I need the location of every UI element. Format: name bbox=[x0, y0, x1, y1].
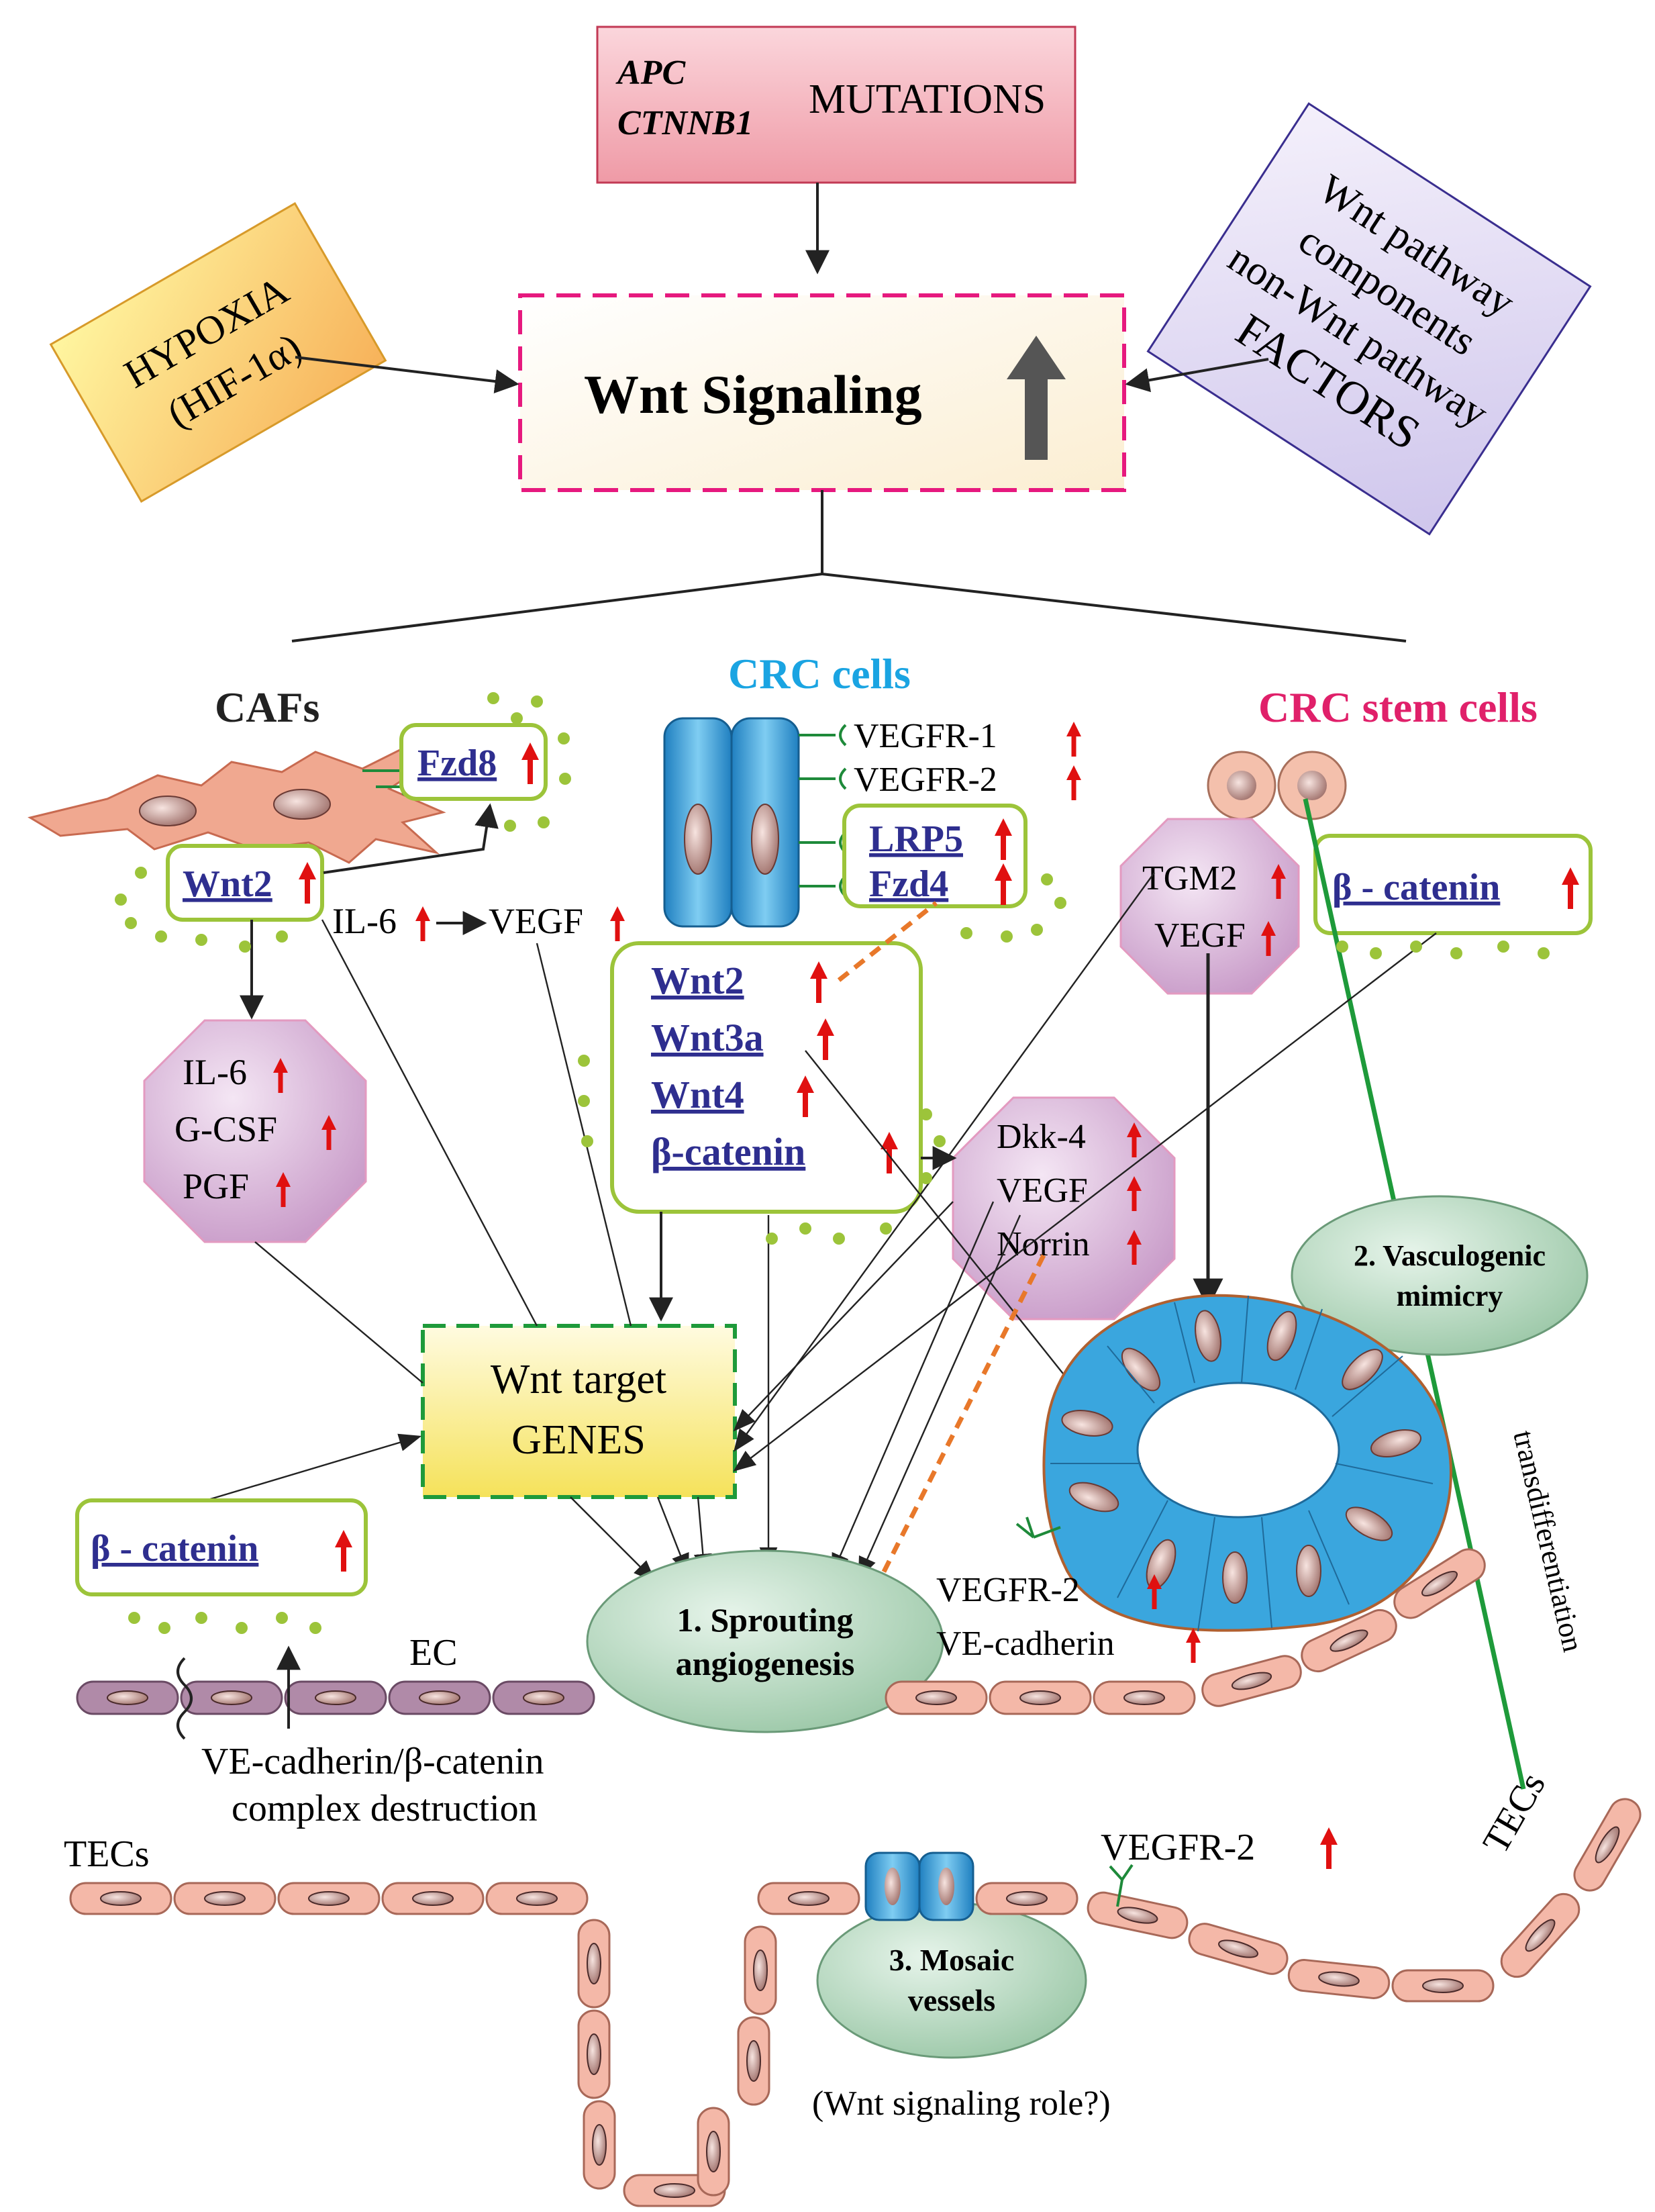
ctnnb1-label: CTNNB1 bbox=[617, 104, 753, 142]
fzd8-label: Fzd8 bbox=[417, 742, 497, 784]
vegfr2-crc-label: VEGFR-2 bbox=[854, 761, 997, 799]
vegfr2-tumor-label: VEGFR-2 bbox=[936, 1571, 1080, 1609]
lrp5-fzd4-box: LRP5 Fzd4 bbox=[842, 804, 1027, 908]
caf-vegf-label: VEGF bbox=[489, 901, 583, 941]
tgm2-label: TGM2 bbox=[1142, 859, 1238, 898]
crc-stem-cells-title: CRC stem cells bbox=[1258, 683, 1538, 731]
crc-wnt-box: Wnt2 Wnt3a Wnt4 β-catenin bbox=[610, 941, 923, 1214]
mutations-label: MUTATIONS bbox=[809, 77, 1046, 122]
stem-cells bbox=[1207, 751, 1347, 820]
crc-beta-catenin-label: β-catenin bbox=[651, 1130, 805, 1173]
stem-vegf-label: VEGF bbox=[1154, 916, 1246, 955]
hypoxia-box: HYPOXIA (HIF-1α) bbox=[49, 202, 387, 503]
caf-factors-octagon: IL-6 G-CSF PGF bbox=[143, 1019, 367, 1243]
caf-oct-il6: IL-6 bbox=[183, 1052, 247, 1092]
sprouting-line2: angiogenesis bbox=[676, 1645, 855, 1682]
ec-vessel bbox=[76, 1680, 595, 1715]
tecs-right-label: TECs bbox=[1475, 1766, 1554, 1860]
ve-destruction-line2: complex destruction bbox=[232, 1788, 538, 1829]
crc-cell-pair bbox=[663, 717, 800, 928]
mutations-box: APC CTNNB1 MUTATIONS bbox=[596, 26, 1076, 184]
fzd8-box: Fzd8 bbox=[399, 723, 548, 801]
wnt-target-genes-box: Wnt target GENES bbox=[421, 1324, 737, 1499]
mosaic-line2: vessels bbox=[908, 1983, 995, 2017]
ve-destruction-line1: VE-cadherin/β-catenin bbox=[201, 1741, 544, 1782]
fzd4-label: Fzd4 bbox=[869, 863, 948, 905]
vecad-tumor-label: VE-cadherin bbox=[936, 1625, 1115, 1663]
wnt-role-label: (Wnt signaling role?) bbox=[812, 2084, 1111, 2123]
vegfr1-label: VEGFR-1 bbox=[854, 717, 997, 755]
ligand-dots bbox=[115, 692, 1550, 1634]
crc-wnt4-label: Wnt4 bbox=[651, 1073, 744, 1116]
wnt2-caf-label: Wnt2 bbox=[183, 863, 272, 905]
caf-oct-gcsf: G-CSF bbox=[174, 1109, 277, 1149]
mosaic-ellipse: 3. Mosaic vessels bbox=[816, 1902, 1087, 2059]
dkk-octagon: Dkk-4 VEGF Norrin bbox=[952, 1096, 1176, 1320]
wnt-signaling-label: Wnt Signaling bbox=[584, 364, 922, 425]
mimicry-line2: mimicry bbox=[1397, 1280, 1503, 1312]
mosaic-line1: 3. Mosaic bbox=[889, 1943, 1015, 1977]
stem-octagon: TGM2 VEGF bbox=[1119, 818, 1300, 995]
lrp5-label: LRP5 bbox=[869, 818, 963, 860]
thin-arrows bbox=[194, 872, 1437, 1583]
crc-receptors bbox=[799, 724, 847, 898]
factors-box: Wnt pathway components non-Wnt pathway F… bbox=[1146, 102, 1592, 536]
dkk-vegf-label: VEGF bbox=[997, 1171, 1088, 1210]
stem-beta-catenin-label: β - catenin bbox=[1332, 867, 1500, 908]
vegfr2-bottom-label: VEGFR-2 bbox=[1101, 1827, 1255, 1868]
wnt-signaling-box: Wnt Signaling bbox=[518, 293, 1126, 492]
bottom-receptor bbox=[1109, 1864, 1134, 1907]
stem-beta-catenin-box: β - catenin bbox=[1313, 834, 1593, 935]
dkk4-label: Dkk-4 bbox=[997, 1118, 1086, 1156]
mimicry-line1: 2. Vasculogenic bbox=[1354, 1239, 1546, 1272]
crc-wnt3a-label: Wnt3a bbox=[651, 1016, 764, 1059]
branch-lines bbox=[291, 490, 1407, 642]
tecs-left-label: TECs bbox=[64, 1833, 150, 1875]
crc-cells-title: CRC cells bbox=[728, 650, 911, 698]
apc-label: APC bbox=[615, 54, 686, 92]
crc-wnt2-label: Wnt2 bbox=[651, 959, 744, 1002]
caf-cells bbox=[28, 744, 446, 864]
target-line1: Wnt target bbox=[491, 1357, 666, 1402]
gland-receptor bbox=[1015, 1517, 1061, 1539]
tec-vessel-lower bbox=[69, 1798, 1642, 2207]
tec-vessel-upper bbox=[885, 1548, 1486, 1715]
tumor-gland bbox=[1042, 1294, 1452, 1632]
transdiff-label: transdifferentiation bbox=[1507, 1427, 1589, 1655]
cafs-title: CAFs bbox=[215, 683, 319, 731]
caf-il6-label: IL-6 bbox=[332, 901, 397, 941]
up-arrow-icon bbox=[1007, 336, 1066, 460]
sprouting-line1: 1. Sprouting bbox=[676, 1601, 853, 1639]
mimicry-ellipse: 2. Vasculogenic mimicry bbox=[1291, 1195, 1589, 1356]
sprouting-ellipse: 1. Sprouting angiogenesis bbox=[586, 1549, 944, 1733]
ec-label: EC bbox=[409, 1632, 458, 1674]
ec-beta-catenin-label: β - catenin bbox=[91, 1528, 258, 1570]
wnt2-caf-box: Wnt2 bbox=[166, 844, 324, 922]
target-line2: GENES bbox=[511, 1417, 646, 1463]
caf-oct-pgf: PGF bbox=[183, 1166, 249, 1206]
ec-beta-catenin-box: β - catenin bbox=[75, 1498, 368, 1596]
